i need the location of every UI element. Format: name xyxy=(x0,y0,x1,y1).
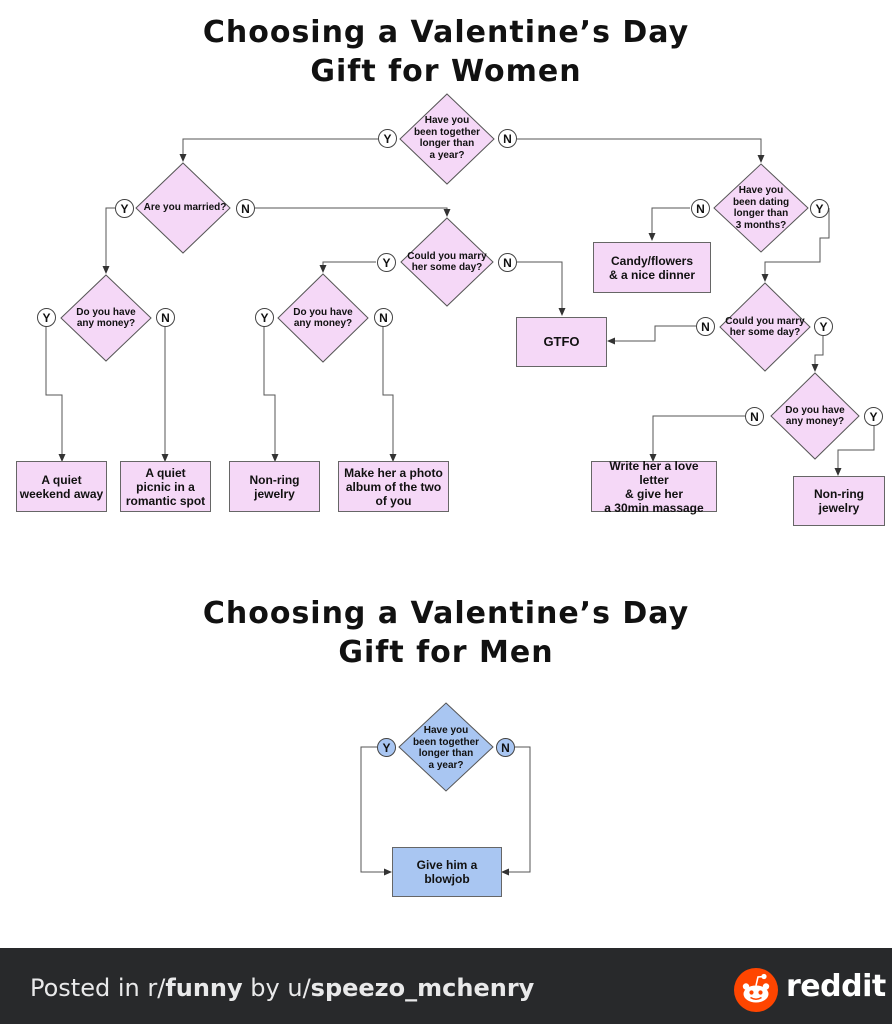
outcome-gtfo: GTFO xyxy=(516,317,607,367)
connector-money-unmarried-yes xyxy=(263,326,279,462)
decision-money-married-label: Do you have any money? xyxy=(76,306,136,330)
outcome-non-ring-jewelry-1: Non-ring jewelry xyxy=(229,461,320,512)
connector-together-yes xyxy=(179,138,378,162)
badge-money-dating-yes: Y xyxy=(864,407,883,426)
men-title-line-2: Gift for Men xyxy=(338,635,554,670)
badge-men-yes: Y xyxy=(377,738,396,757)
outcome-photo-album: Make her a photo album of the two of you xyxy=(338,461,449,512)
decision-marry-some-day-1-label: Could you marry her some day? xyxy=(407,250,487,274)
decision-together-year-diamond xyxy=(399,93,495,185)
badge-money-unmarried-no: N xyxy=(374,308,393,327)
outcome-candy-flowers: Candy/flowers & a nice dinner xyxy=(593,242,711,293)
connector-marry1-no xyxy=(517,261,566,316)
badge-dating-yes: Y xyxy=(810,199,829,218)
decision-money-dating-diamond xyxy=(770,372,860,460)
by-label: by u/ xyxy=(242,974,311,1002)
badge-dating-no: N xyxy=(691,199,710,218)
connector-men-no xyxy=(501,746,531,876)
flowchart-canvas xyxy=(45,93,875,876)
badge-married-no: N xyxy=(236,199,255,218)
badge-money-dating-no: N xyxy=(745,407,764,426)
women-chart-title: Choosing a Valentine’s Day Gift for Wome… xyxy=(0,13,892,91)
connector-men-yes xyxy=(360,746,392,876)
women-title-line-2: Gift for Women xyxy=(310,54,582,89)
subreddit-link[interactable]: funny xyxy=(165,974,243,1002)
post-attribution: Posted in r/funny by u/speezo_mchenry xyxy=(30,974,534,1002)
connector-money-married-yes xyxy=(45,326,66,462)
badge-money-married-no: N xyxy=(156,308,175,327)
connector-dating-yes xyxy=(761,208,830,282)
badge-marry2-yes: Y xyxy=(814,317,833,336)
connector-money-unmarried-no xyxy=(382,326,397,462)
outcome-men-give-him: Give him a blowjob xyxy=(392,847,502,897)
decision-money-married-diamond xyxy=(60,274,152,362)
connector-marry2-no xyxy=(607,325,696,345)
badge-together-no: N xyxy=(498,129,517,148)
decision-marry-some-day-2-label: Could you marry her some day? xyxy=(725,315,805,339)
men-chart-title: Choosing a Valentine’s Day Gift for Men xyxy=(0,594,892,672)
decision-money-unmarried-label: Do you have any money? xyxy=(293,306,353,330)
decision-together-year-label: Have you been together longer than a yea… xyxy=(413,115,481,161)
outcome-quiet-picnic: A quiet picnic in a romantic spot xyxy=(120,461,211,512)
connector-money-dating-no xyxy=(649,415,745,462)
reddit-footer-bar: Posted in r/funny by u/speezo_mchenry re… xyxy=(0,948,892,1024)
decision-men-together-year-label: Have you been together longer than a yea… xyxy=(412,725,480,771)
decision-money-dating-label: Do you have any money? xyxy=(785,404,845,428)
connector-married-yes xyxy=(102,207,115,274)
decision-dating-3-months-label: Have you been dating longer than 3 month… xyxy=(732,185,790,231)
outcome-love-letter: Write her a love letter & give her a 30m… xyxy=(591,459,717,515)
badge-money-married-yes: Y xyxy=(37,308,56,327)
posted-in-label: Posted in r/ xyxy=(30,974,166,1002)
badge-married-yes: Y xyxy=(115,199,134,218)
outcome-non-ring-jewelry-2: Non-ring jewelry xyxy=(793,476,885,526)
decision-money-unmarried-diamond xyxy=(277,273,369,363)
badge-marry2-no: N xyxy=(696,317,715,336)
reddit-wordmark: reddit xyxy=(786,969,886,1004)
badge-money-unmarried-yes: Y xyxy=(255,308,274,327)
connector-money-dating-yes xyxy=(834,426,875,476)
outcome-quiet-weekend: A quiet weekend away xyxy=(16,461,107,512)
badge-marry1-no: N xyxy=(498,253,517,272)
badge-men-no: N xyxy=(496,738,515,757)
decision-dating-3-months-diamond xyxy=(713,163,809,253)
badge-together-yes: Y xyxy=(378,129,397,148)
connector-marry1-yes xyxy=(319,261,376,273)
decision-married-label: Are you married? xyxy=(143,202,227,214)
women-title-line-1: Choosing a Valentine’s Day xyxy=(202,15,690,50)
connector-married-no xyxy=(255,207,451,217)
connector-dating-no xyxy=(648,207,690,241)
decision-married-diamond xyxy=(135,162,231,254)
decision-marry-some-day-2-diamond xyxy=(719,282,811,372)
username-link[interactable]: speezo_mchenry xyxy=(310,974,535,1002)
connector-marry2-yes xyxy=(811,336,824,372)
decision-marry-some-day-1-diamond xyxy=(400,217,494,307)
badge-marry1-yes: Y xyxy=(377,253,396,272)
decision-men-together-year-diamond xyxy=(398,702,494,792)
reddit-alien-icon[interactable] xyxy=(734,968,778,1012)
connector-together-no xyxy=(517,138,765,163)
men-title-line-1: Choosing a Valentine’s Day xyxy=(202,596,690,631)
